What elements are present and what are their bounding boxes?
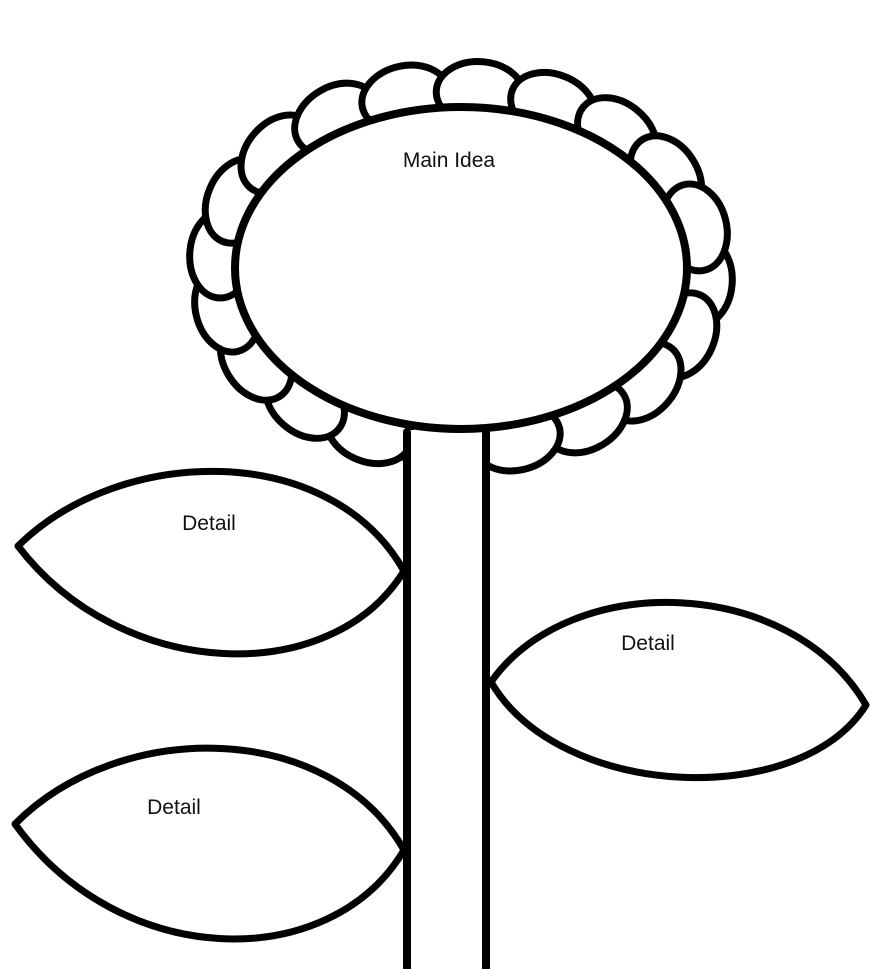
stem xyxy=(405,430,488,969)
leaf-upper-left-label: Detail xyxy=(182,512,236,535)
leaf-right xyxy=(491,602,866,777)
leaf-lower-left xyxy=(15,748,404,939)
main-idea-label: Main Idea xyxy=(403,149,496,172)
leaf-lower-left-label: Detail xyxy=(147,796,201,819)
leaf-upper-left xyxy=(18,471,404,653)
leaf-right-label: Detail xyxy=(621,632,675,655)
